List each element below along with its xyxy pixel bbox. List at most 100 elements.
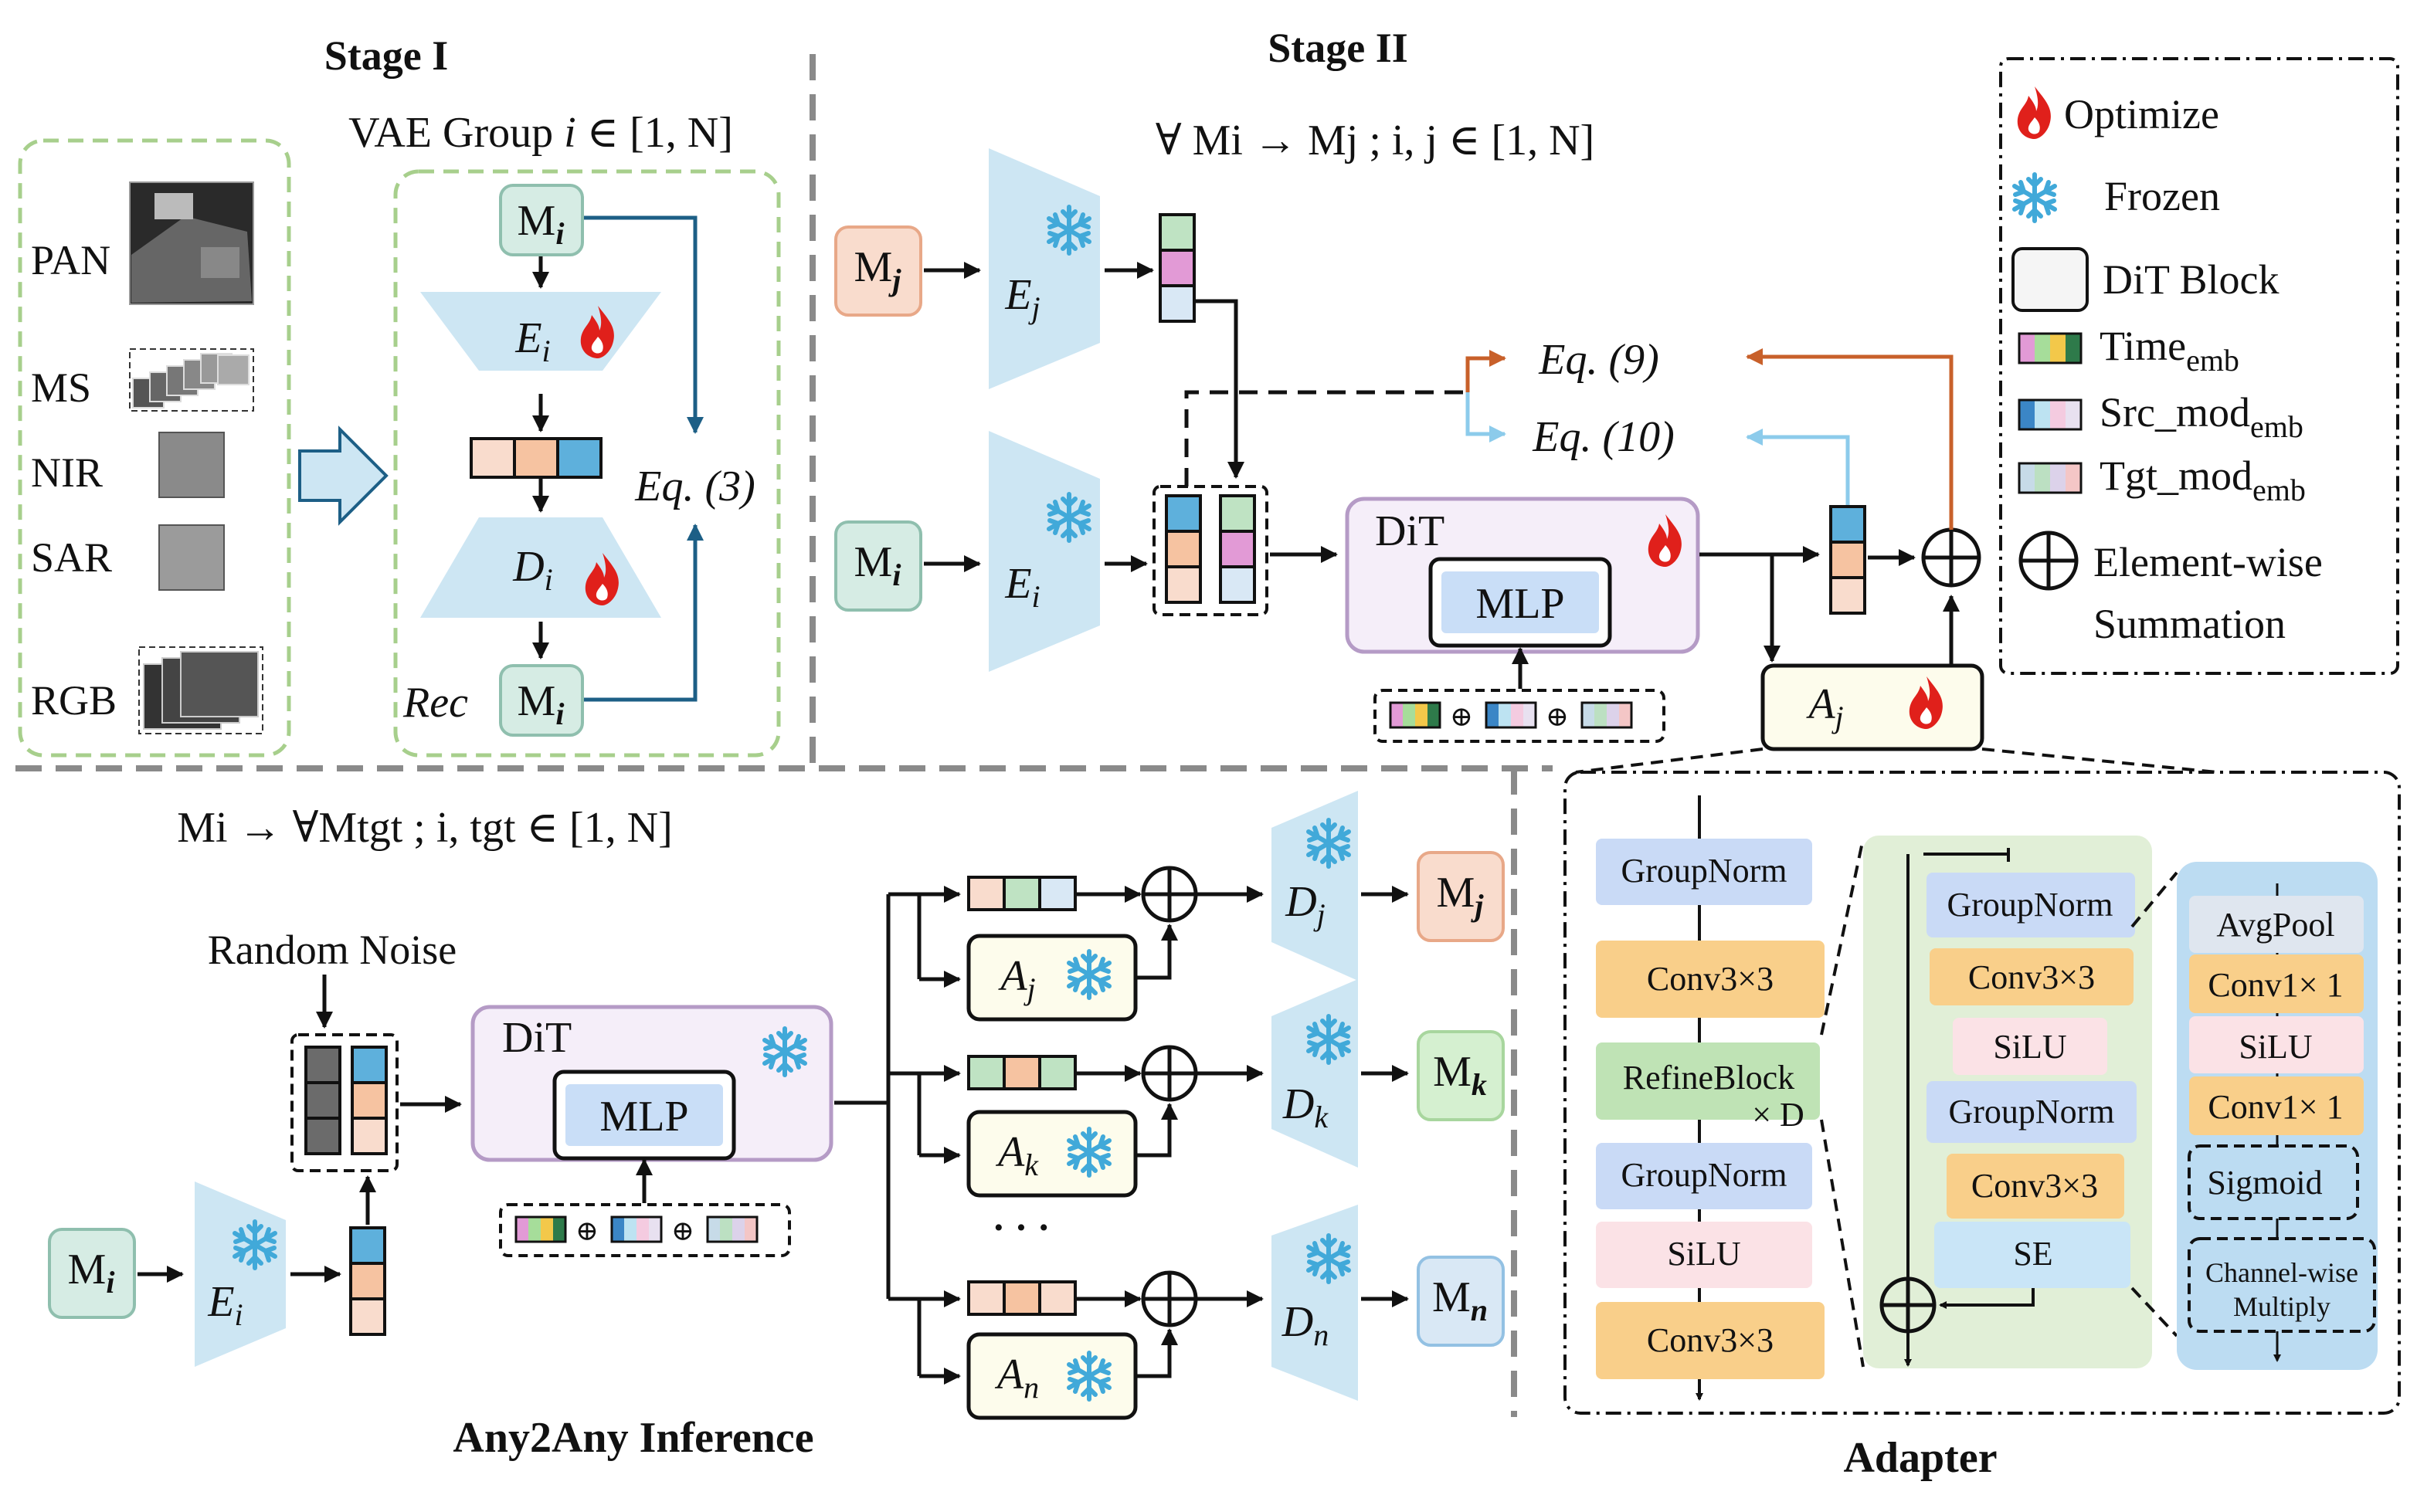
svg-text:AvgPool: AvgPool xyxy=(2216,906,2334,944)
stage2-mapping: ∀ Mi → Mj ; i, j ∈ [1, N] xyxy=(1156,117,1594,164)
stage2-title: Stage II xyxy=(1268,25,1408,71)
rgb-image xyxy=(138,646,263,734)
svg-text:Dn: Dn xyxy=(1281,1298,1329,1352)
legend-dit-swatch xyxy=(2011,247,2089,312)
modality-rgb: RGB xyxy=(31,677,117,724)
svg-text:DiT: DiT xyxy=(1375,507,1444,555)
inference-mapping: Mi → ∀Mtgt ; i, tgt ∈ [1, N] xyxy=(177,804,672,852)
svg-text:SiLU: SiLU xyxy=(2239,1028,2312,1066)
vae-group-panel xyxy=(393,169,781,758)
svg-text:Frozen: Frozen xyxy=(2104,173,2220,219)
svg-text:Mi: Mi xyxy=(68,1246,115,1300)
stage2: Stage II ∀ Mi → Mj ; i, j ∈ [1, N] Mj Ej… xyxy=(834,25,1984,751)
stage2-sum-op xyxy=(1921,527,1981,588)
stage1-input-mi xyxy=(499,184,584,256)
modality-pan: PAN xyxy=(31,237,110,283)
svg-text:Timeemb: Timeemb xyxy=(2100,323,2239,378)
branch-j: Aj Dj Mj xyxy=(888,791,1505,1022)
inference-mlp xyxy=(565,1084,723,1146)
svg-text:Mi: Mi xyxy=(854,538,901,592)
svg-text:MLP: MLP xyxy=(599,1093,688,1141)
svg-text:Ak: Ak xyxy=(995,1128,1039,1182)
svg-text:Di: Di xyxy=(512,543,553,597)
rec-label: Rec xyxy=(402,679,468,727)
svg-text:SE: SE xyxy=(2013,1235,2052,1273)
svg-text:Optimize: Optimize xyxy=(2064,91,2219,137)
legend-src-emb-swatch xyxy=(2018,398,2083,431)
svg-text:Channel-wise: Channel-wise xyxy=(2205,1257,2358,1288)
svg-text:⊕: ⊕ xyxy=(1546,701,1569,732)
svg-text:Mj: Mj xyxy=(854,243,902,297)
legend-tgt-emb-swatch xyxy=(2018,462,2083,494)
svg-text:Mj: Mj xyxy=(1437,869,1485,923)
inference-input-mi xyxy=(48,1228,136,1319)
svg-text:SiLU: SiLU xyxy=(1993,1028,2066,1066)
sar-image xyxy=(158,524,225,591)
inference-emb-sum: ⊕ ⊕ xyxy=(499,1203,791,1257)
modality-sar: SAR xyxy=(31,534,112,581)
svg-text:Ei: Ei xyxy=(1004,560,1040,614)
svg-text:Mk: Mk xyxy=(1433,1048,1487,1102)
adapter-detail: GroupNorm Conv3×3 RefineBlock × D GroupN… xyxy=(1563,748,2401,1482)
stage2-emb-sum: ⊕ ⊕ xyxy=(1373,689,1665,743)
adapter-k xyxy=(966,1110,1138,1198)
svg-text:⊕: ⊕ xyxy=(1450,701,1473,732)
optimize-fire-icon xyxy=(2017,86,2051,139)
legend-sum-icon xyxy=(2018,531,2079,591)
modality-nir: NIR xyxy=(31,449,103,496)
stage1-rec-mi xyxy=(499,664,584,737)
svg-text:× D: × D xyxy=(1752,1096,1804,1134)
inference-noise-latent xyxy=(290,1033,399,1172)
modality-panel xyxy=(18,138,291,758)
stage2-encoder-j xyxy=(989,148,1100,389)
eq3-label: Eq. (3) xyxy=(634,463,755,510)
stage2-input-mi xyxy=(834,520,922,612)
vae-group-label: VAE Group i ∈ [1, N] xyxy=(348,109,733,157)
stage2-adapter xyxy=(1760,663,1984,751)
svg-text:DiT: DiT xyxy=(502,1014,572,1062)
stage2-encoder-i xyxy=(989,431,1100,672)
random-noise-label: Random Noise xyxy=(208,927,457,973)
svg-text:Tgt_modemb: Tgt_modemb xyxy=(2100,453,2306,507)
pan-image xyxy=(129,181,254,305)
frozen-snow-icon xyxy=(2015,175,2055,221)
svg-text:Conv3×3: Conv3×3 xyxy=(1647,960,1774,998)
svg-text:Ej: Ej xyxy=(1004,271,1040,325)
stage1-latent xyxy=(470,437,603,479)
svg-text:Ei: Ei xyxy=(207,1278,243,1332)
adapter-caption: Adapter xyxy=(1843,1434,1997,1482)
stage2-concat-latent xyxy=(1153,485,1268,616)
svg-text:Summation: Summation xyxy=(2093,601,2286,647)
stage1-flow-arrow xyxy=(298,425,389,526)
inference: Mi → ∀Mtgt ; i, tgt ∈ [1, N] Random Nois… xyxy=(48,791,1505,1462)
eq10-label: Eq. (10) xyxy=(1532,413,1675,461)
branch-k: Ak Dk Mk xyxy=(888,979,1505,1198)
nir-image xyxy=(158,432,225,498)
svg-text:⊕: ⊕ xyxy=(575,1215,599,1246)
svg-text:GroupNorm: GroupNorm xyxy=(1948,1093,2114,1131)
stage1: Stage I VAE Group i ∈ [1, N] PAN MS NIR … xyxy=(18,32,781,758)
svg-text:MLP: MLP xyxy=(1475,580,1564,628)
stage2-input-mj xyxy=(834,225,922,317)
branch-n: An Dn Mn xyxy=(888,1205,1505,1420)
svg-text:Mn: Mn xyxy=(1432,1273,1488,1327)
svg-text:Aj: Aj xyxy=(997,952,1035,1006)
ms-image xyxy=(129,348,254,412)
svg-text:GroupNorm: GroupNorm xyxy=(1621,1156,1787,1194)
svg-text:Dj: Dj xyxy=(1285,878,1326,932)
svg-text:Conv3×3: Conv3×3 xyxy=(1968,958,2095,996)
legend: Optimize Frozen DiT Block Timeemb Src_mo… xyxy=(1999,57,2399,675)
stage1-title: Stage I xyxy=(324,32,449,79)
svg-text:An: An xyxy=(994,1351,1039,1405)
svg-text:GroupNorm: GroupNorm xyxy=(1621,852,1787,890)
inference-encoder xyxy=(195,1181,286,1367)
svg-text:Dk: Dk xyxy=(1282,1080,1329,1134)
inference-src-latent xyxy=(349,1226,386,1336)
svg-text:DiT Block: DiT Block xyxy=(2103,256,2280,303)
stage-dividers xyxy=(15,54,1553,1417)
svg-text:Conv3×3: Conv3×3 xyxy=(1971,1167,2098,1205)
svg-text:GroupNorm: GroupNorm xyxy=(1947,886,2113,924)
svg-text:RefineBlock: RefineBlock xyxy=(1623,1059,1794,1097)
svg-text:Mi: Mi xyxy=(518,197,565,251)
